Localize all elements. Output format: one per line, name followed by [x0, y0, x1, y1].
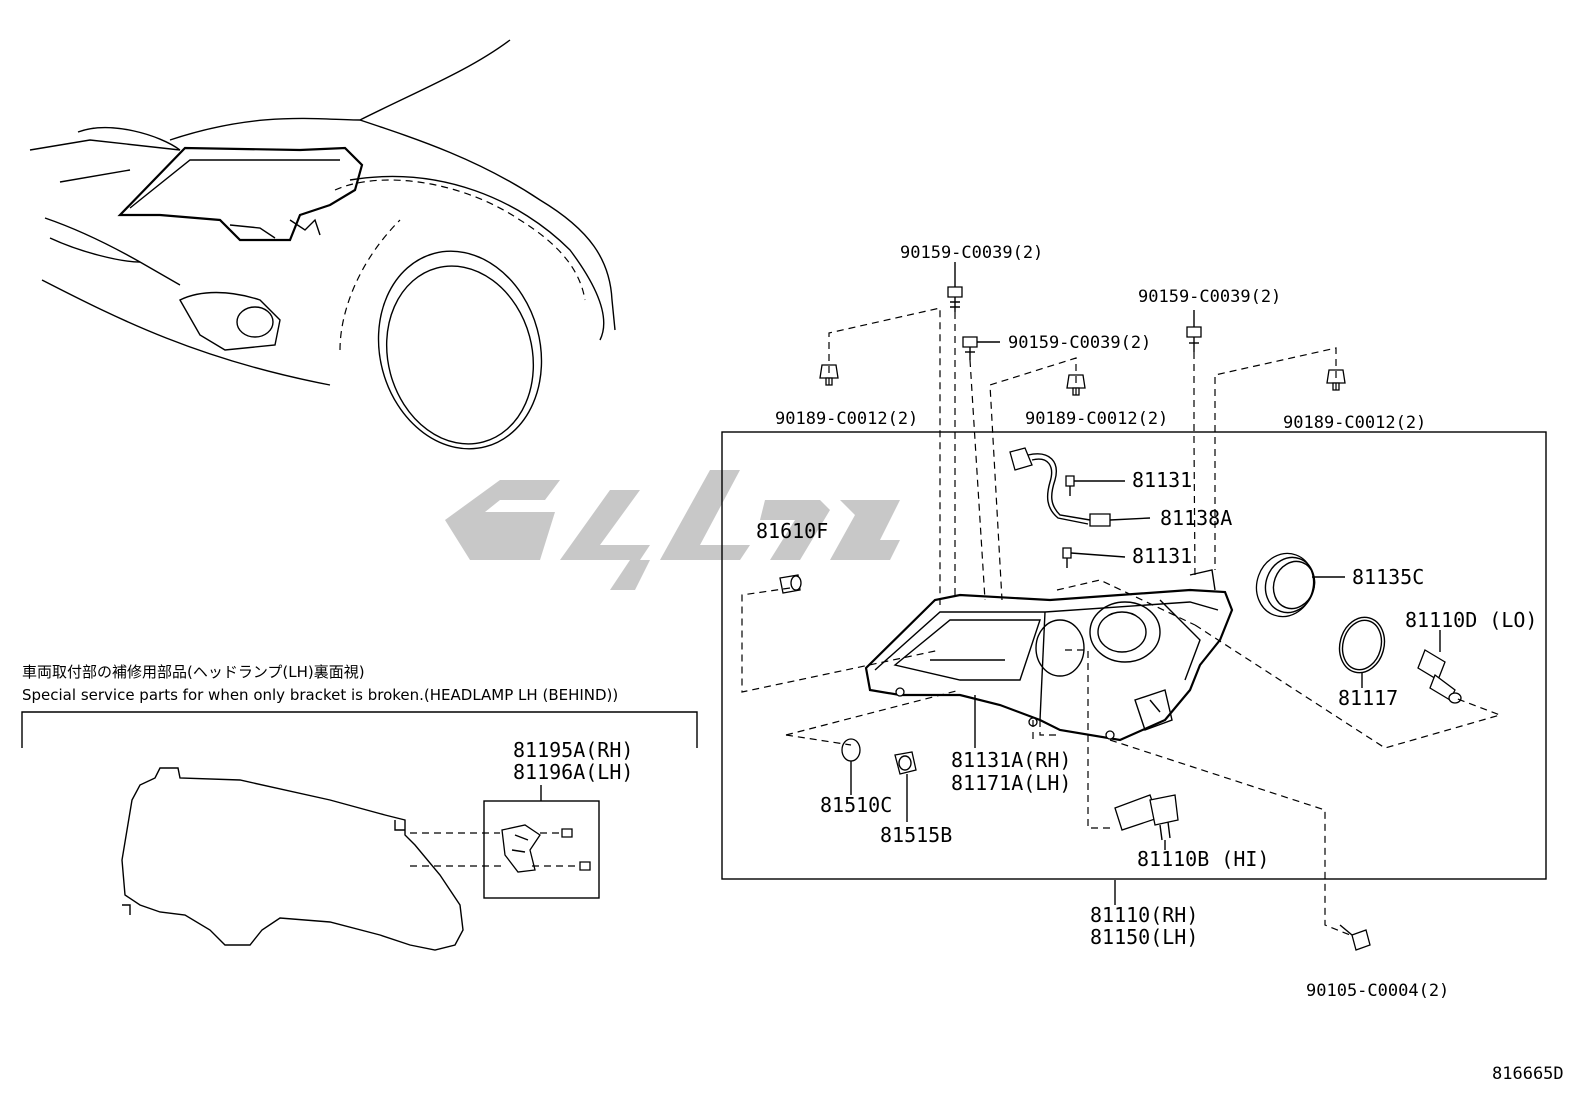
- oring-81117: [1338, 616, 1386, 674]
- cover-81135c: [1255, 552, 1316, 618]
- label-81110d: 81110D (LO): [1405, 608, 1537, 632]
- headlamp-assembly-box: [721, 431, 1547, 880]
- label-81196a: 81196A(LH): [513, 760, 633, 784]
- label-81610f: 81610F: [756, 519, 828, 543]
- bolt-90159-c: [1186, 326, 1202, 352]
- socket-81515b: [894, 751, 917, 822]
- bulb-81110d: [1417, 649, 1462, 704]
- headlamp-rear-outline: [121, 767, 464, 951]
- label-81131-b: 81131: [1132, 544, 1192, 568]
- label-81138a: 81138A: [1160, 506, 1232, 530]
- vehicle-front-illustration: [29, 39, 616, 450]
- bolt-90159-a: [947, 286, 963, 312]
- label-81117: 81117: [1338, 686, 1398, 710]
- label-90159-a: 90159-C0039(2): [900, 243, 1043, 263]
- label-81131-a: 81131: [1132, 468, 1192, 492]
- watermark-logo: [445, 470, 900, 590]
- label-81171a-lh: 81171A(LH): [951, 771, 1071, 795]
- label-81515b: 81515B: [880, 823, 952, 847]
- label-leaders: [850, 262, 1441, 905]
- screw-90105: [1339, 924, 1371, 951]
- label-90159-c: 90159-C0039(2): [1138, 287, 1281, 307]
- leader-lines: [741, 307, 1502, 936]
- label-90189-a: 90189-C0012(2): [775, 409, 918, 429]
- label-81135c: 81135C: [1352, 565, 1424, 589]
- bulb-81510c: [841, 738, 861, 790]
- screw-81131-b: [1062, 547, 1072, 568]
- screw-81131-a: [1065, 475, 1075, 496]
- bulb-81110b: [1114, 794, 1179, 841]
- bulb-81610f: [779, 574, 802, 594]
- label-81110-rh: 81110(RH): [1090, 903, 1198, 927]
- headlamp-assembly: [864, 569, 1234, 742]
- label-81150-lh: 81150(LH): [1090, 925, 1198, 949]
- socket-wire-81138a: [1009, 447, 1111, 527]
- bracket-note: 車両取付部の補修用部品(ヘッドランプ(LH)裏面視) Special servi…: [21, 663, 698, 748]
- label-81110b: 81110B (HI): [1137, 847, 1269, 871]
- label-90159-b: 90159-C0039(2): [1008, 333, 1151, 353]
- label-81510c: 81510C: [820, 793, 892, 817]
- note-english: Special service parts for when only brac…: [22, 686, 618, 704]
- label-90189-c: 90189-C0012(2): [1283, 413, 1426, 433]
- bracket-box: 81195A(RH) 81196A(LH): [410, 738, 633, 899]
- bolt-90159-b: [962, 336, 978, 360]
- note-japanese: 車両取付部の補修用部品(ヘッドランプ(LH)裏面視): [22, 663, 365, 681]
- part-labels: 90159-C0039(2) 90159-C0039(2) 90159-C003…: [756, 243, 1537, 1001]
- label-81195a: 81195A(RH): [513, 738, 633, 762]
- label-90189-b: 90189-C0012(2): [1025, 409, 1168, 429]
- label-81131a-rh: 81131A(RH): [951, 748, 1071, 772]
- diagram-code: 816665D: [1492, 1064, 1564, 1084]
- label-90105: 90105-C0004(2): [1306, 981, 1449, 1001]
